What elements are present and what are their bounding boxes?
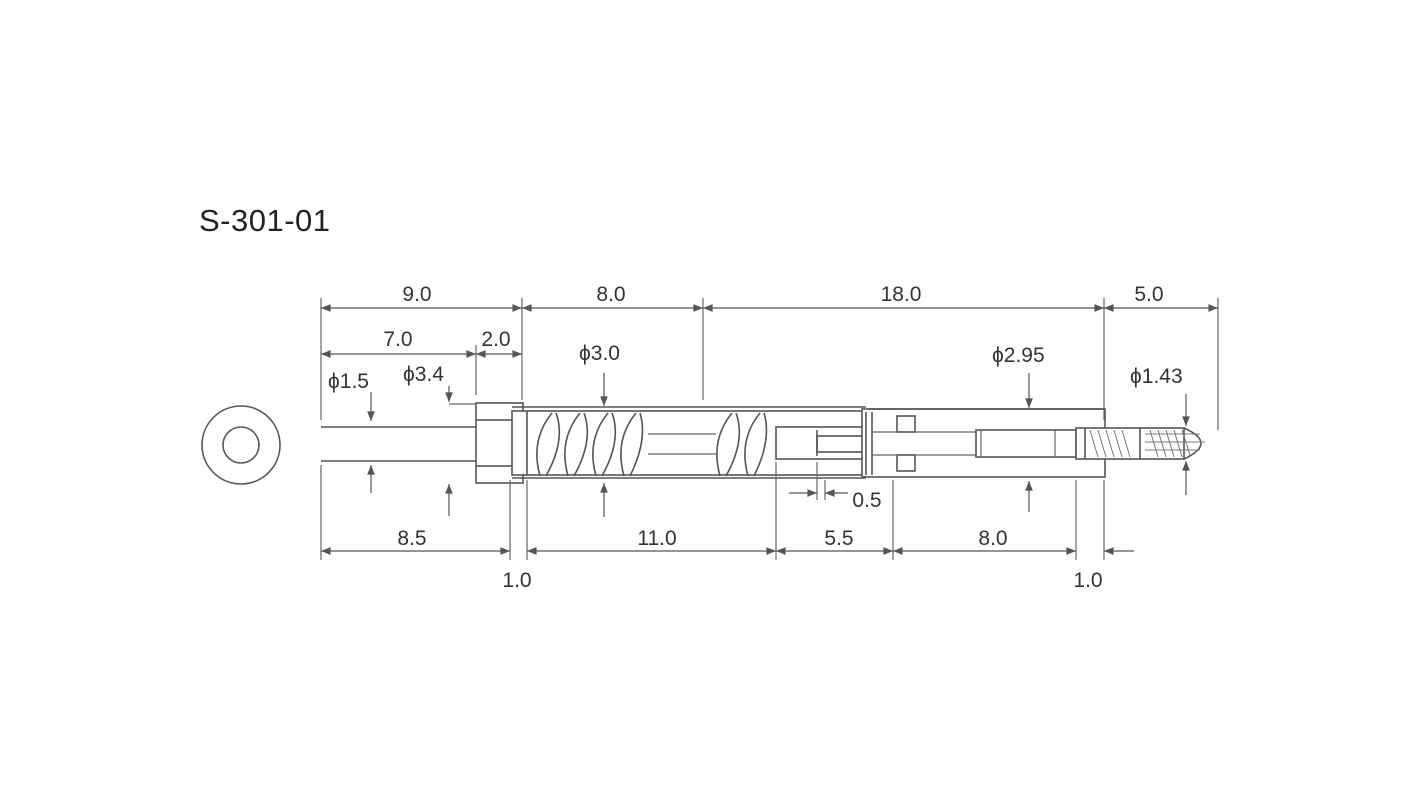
bottom-dimension-lines — [321, 480, 1134, 555]
crimp-upper — [896, 415, 916, 433]
end-view-outer-circle — [201, 405, 281, 485]
crimp-lower — [896, 454, 916, 472]
dim-label-8-0-top: 8.0 — [596, 283, 625, 306]
diameter-leaders — [367, 373, 1190, 517]
dim-label-5-5: 5.5 — [824, 527, 853, 550]
extension-lines — [320, 298, 1219, 560]
end-view — [201, 405, 281, 485]
diameter-label-tip: ϕ1.43 — [1130, 365, 1183, 388]
dim-label-0-5: 0.5 — [852, 489, 881, 512]
dim-label-7-0: 7.0 — [383, 328, 412, 351]
part-number-title: S-301-01 — [199, 203, 331, 238]
dim-label-18-0: 18.0 — [881, 283, 922, 306]
diameter-label-spring: ϕ3.0 — [579, 342, 620, 365]
diameter-label-barrel: ϕ2.95 — [992, 344, 1045, 367]
dim-label-11-0: 11.0 — [637, 527, 676, 550]
probe-body — [321, 402, 1205, 484]
dim-label-8-0-bottom: 8.0 — [978, 527, 1007, 550]
dim-label-9-0: 9.0 — [402, 283, 431, 306]
dim-label-2-0: 2.0 — [481, 328, 510, 351]
dim-label-1-0-left: 1.0 — [502, 569, 531, 592]
dim-label-8-5: 8.5 — [397, 527, 426, 550]
knurled-tip — [1075, 427, 1205, 460]
end-view-inner-circle — [222, 426, 260, 464]
dim-label-5-0: 5.0 — [1134, 283, 1163, 306]
dim-label-1-0-right: 1.0 — [1073, 569, 1102, 592]
spring-coils — [536, 412, 768, 477]
top-dimension-lines — [321, 304, 1218, 358]
tip-sleeve — [975, 429, 1077, 458]
diameter-label-collar: ϕ3.4 — [403, 363, 444, 386]
diameter-label-wire: ϕ1.5 — [328, 370, 369, 393]
